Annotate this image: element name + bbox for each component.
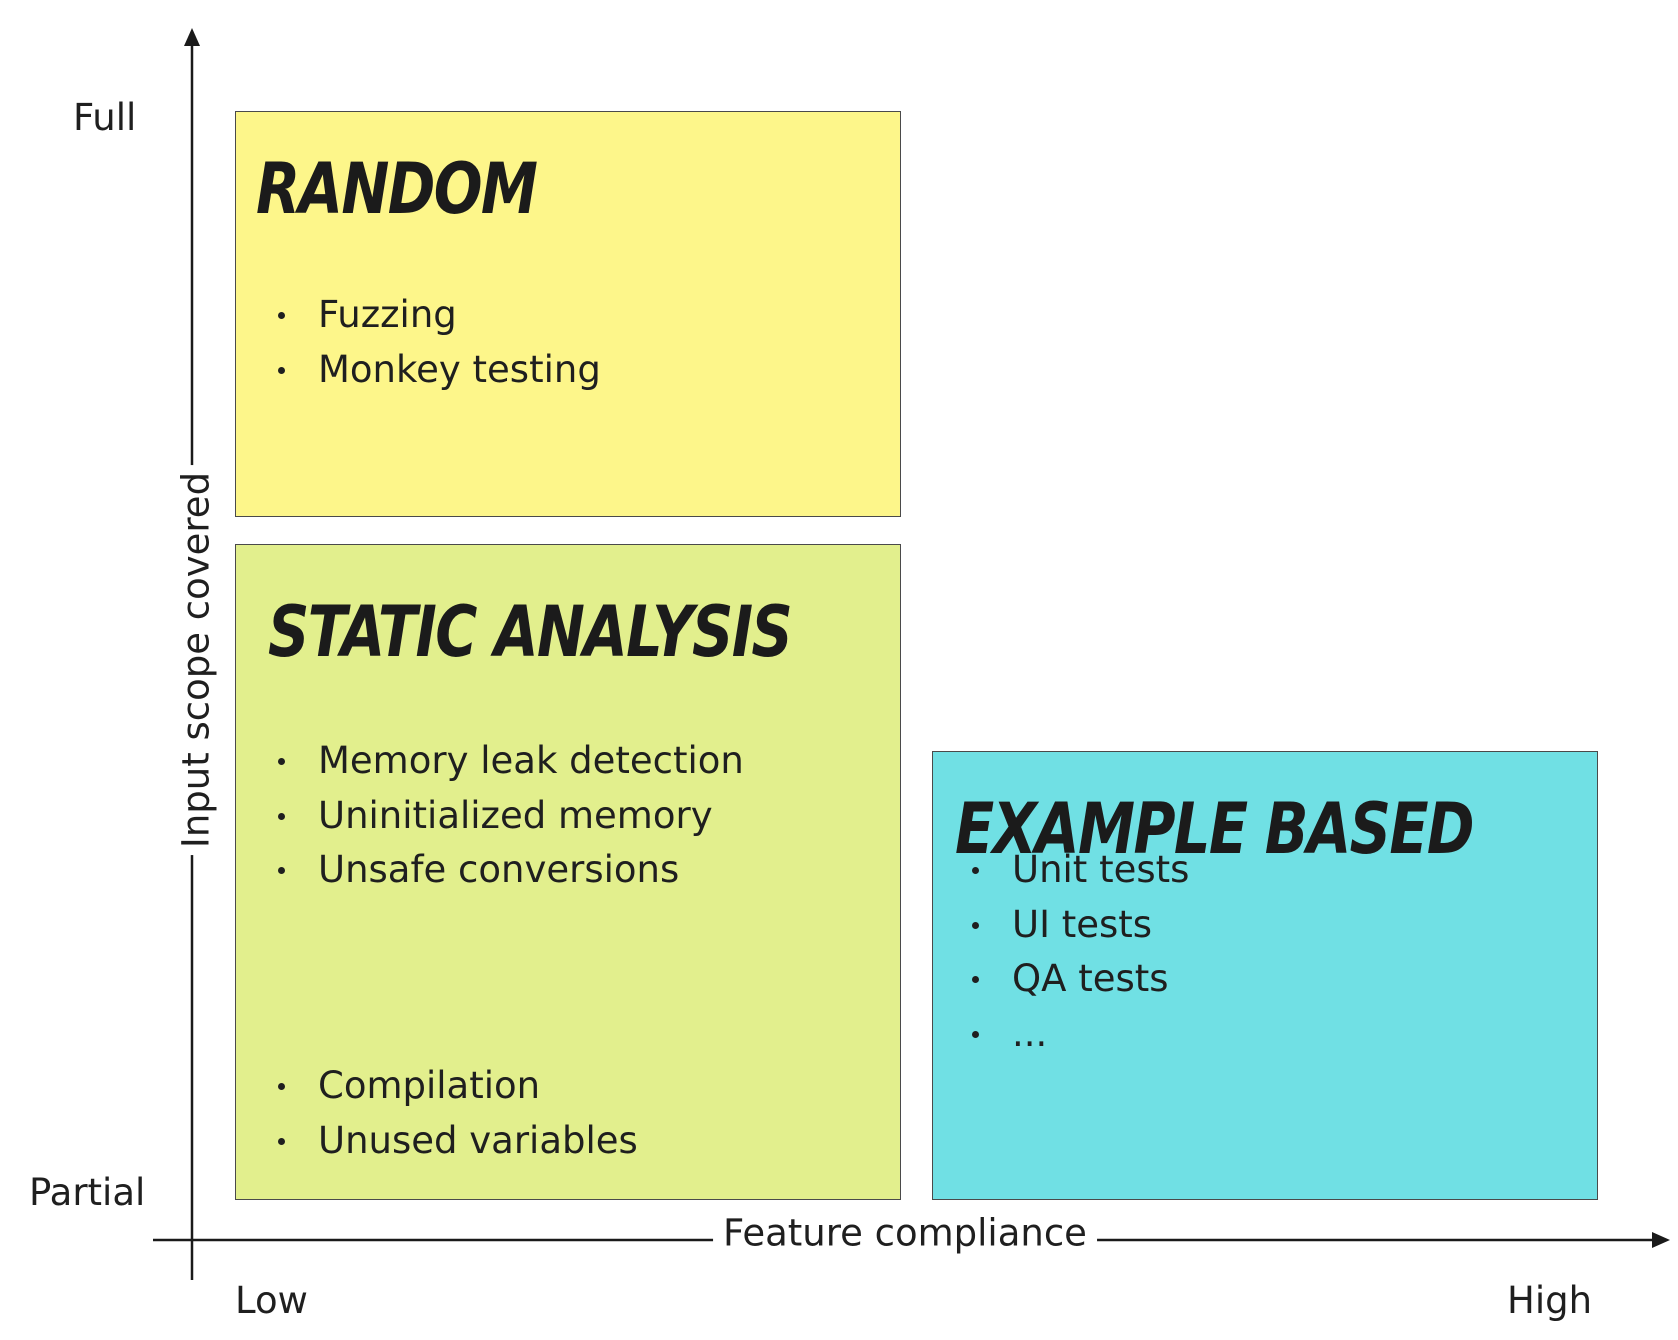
static-analysis-list-top: Memory leak detection Uninitialized memo… [236,734,744,898]
y-axis-title: Input scope covered [175,464,218,856]
example-based-quadrant: Example Based Unit tests UI tests QA tes… [932,751,1598,1200]
x-axis-low-label: Low [235,1279,308,1322]
random-list: Fuzzing Monkey testing [236,288,601,397]
x-axis-title: Feature compliance [713,1214,1097,1252]
bullet-icon [278,1137,285,1145]
list-item: Unit tests [930,843,1189,898]
bullet-icon [278,867,285,874]
list-item: Fuzzing [236,288,601,343]
list-item-text: Unused variables [318,1118,638,1162]
bullet-icon [278,312,285,319]
list-item: ... [930,1007,1189,1062]
static-analysis-quadrant: Static Analysis Memory leak detection Un… [235,544,901,1200]
list-item-text: Fuzzing [318,293,457,336]
list-item-text: Uninitialized memory [318,793,713,837]
list-item-text: Unit tests [1012,848,1190,891]
bullet-icon [278,366,285,374]
list-item-text: QA tests [1012,957,1169,1000]
list-item-text: UI tests [1012,902,1153,946]
list-item: UI tests [930,898,1189,953]
y-axis-full-label: Full [73,96,137,139]
list-item-text: Unsafe conversions [318,848,680,891]
example-based-title: Example Based [955,788,1475,870]
static-analysis-title: Static Analysis [268,591,793,673]
list-item: Monkey testing [236,343,601,398]
y-axis-partial-label: Partial [29,1171,146,1214]
list-item: Compilation [236,1059,638,1114]
list-item-text: Memory leak detection [318,739,744,782]
list-item-text: Monkey testing [318,347,601,391]
list-item: QA tests [930,952,1189,1007]
x-axis-high-label: High [1507,1279,1593,1322]
bullet-icon [972,1030,979,1038]
list-item: Uninitialized memory [236,789,744,844]
x-axis-arrowhead [1652,1232,1670,1248]
example-based-list: Unit tests UI tests QA tests ... [930,843,1189,1061]
y-axis-arrowhead [184,28,200,46]
bullet-icon [972,976,979,983]
static-analysis-list-bottom: Compilation Unused variables [236,1059,638,1168]
list-item: Memory leak detection [236,734,744,789]
bullet-icon [972,921,979,929]
bullet-icon [972,867,979,874]
bullet-icon [278,812,285,820]
list-item-text: Compilation [318,1064,541,1107]
list-item-text: ... [1012,1011,1048,1055]
random-quadrant: Random Fuzzing Monkey testing [235,111,901,517]
random-title: Random [256,148,538,230]
list-item: Unsafe conversions [236,843,744,898]
bullet-icon [278,1083,285,1090]
list-item: Unused variables [236,1114,638,1169]
bullet-icon [278,758,285,765]
